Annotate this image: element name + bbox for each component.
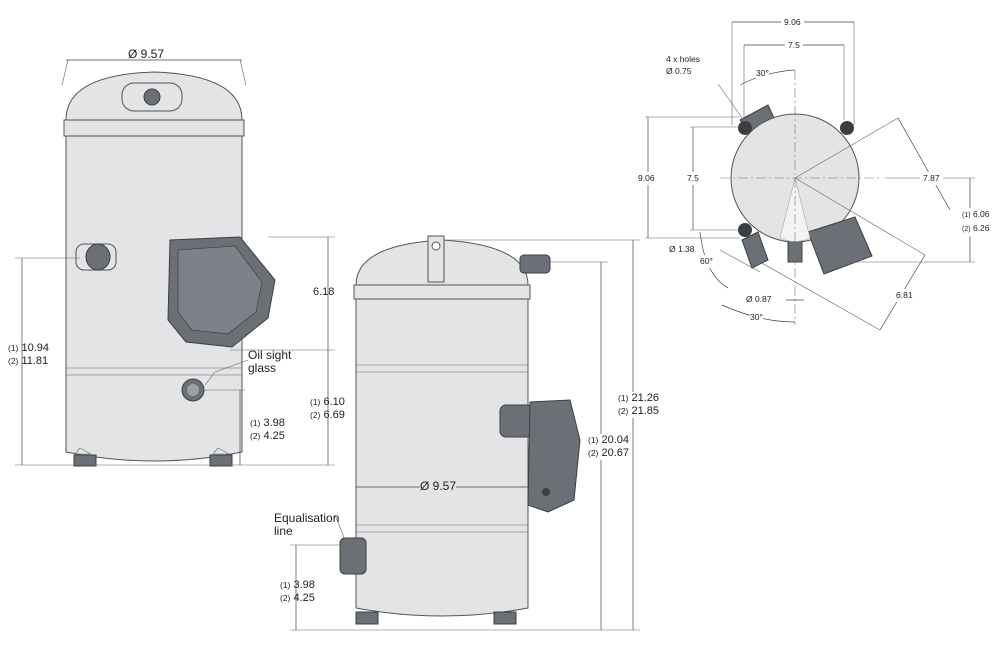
hole-icon: [738, 121, 752, 135]
prefix: (1): [280, 580, 291, 590]
text: glass: [248, 361, 277, 375]
radius-box-label: 7.87: [920, 172, 943, 185]
prefix: (1): [618, 393, 629, 403]
terminal-box-gland: [542, 488, 550, 496]
text: line: [274, 524, 293, 538]
box-distance-label: 6.81: [896, 289, 913, 302]
foot-right: [209, 454, 233, 467]
offset-label: (1) 6.06(2) 6.26: [962, 208, 990, 236]
prefix: (2): [310, 410, 321, 420]
suction-stub: [741, 231, 769, 269]
prefix: (2): [618, 406, 629, 416]
discharge-height-label: (1) 20.04(2) 20.67: [588, 434, 629, 460]
value: 6.26: [972, 223, 990, 233]
top-ring: [353, 284, 531, 300]
prefix: (1): [588, 435, 599, 445]
suction-port: [85, 243, 111, 271]
discharge-fitting: [519, 254, 551, 274]
left-overall-height-label: (1) 10.94(2) 11.81: [8, 342, 49, 368]
leader-line: [719, 249, 761, 273]
total-height-label: (1) 21.26(2) 21.85: [618, 392, 659, 418]
foot-left: [355, 611, 379, 625]
terminal-height-label: 6.18: [313, 286, 335, 298]
equalisation-fitting: [339, 537, 367, 575]
middle-diameter-label: Ø 9.57: [420, 479, 457, 493]
top-width-holes-label: 7.5: [785, 39, 803, 52]
foot-left: [73, 454, 97, 467]
extension-line: [759, 261, 881, 331]
value: 4.25: [293, 592, 315, 604]
prefix: (2): [280, 593, 291, 603]
top-fitting-icon: [143, 88, 161, 106]
prefix: (2): [588, 448, 599, 458]
top-view: [645, 21, 975, 331]
discharge-diameter-label: Ø 0.87: [746, 294, 772, 304]
text: 4 x holes: [666, 54, 701, 64]
leader-line: [204, 359, 249, 386]
value: 6.06: [972, 209, 990, 219]
angle-bottom-label: 30°: [750, 311, 763, 324]
lifting-lugs: [61, 59, 247, 86]
dimension-line: [897, 117, 951, 211]
angle-top-label: 30°: [756, 67, 769, 80]
text: Ø 0.75: [666, 66, 692, 76]
hole-icon: [738, 223, 752, 237]
value: 3.98: [293, 579, 315, 591]
left-diameter-label: Ø 9.57: [128, 47, 165, 61]
text: Equalisation: [274, 511, 340, 525]
top-height-outer-label: 9.06: [638, 172, 655, 185]
suction-fitting: [499, 404, 535, 438]
value: 21.85: [631, 405, 659, 417]
value: 11.81: [21, 355, 49, 367]
top-width-outer-label: 9.06: [781, 16, 804, 29]
value: 4.25: [263, 430, 285, 442]
angle-suction-label: 60°: [700, 255, 713, 268]
oil-sight-glass-lens: [187, 384, 199, 396]
suction-height-label: (1) 6.10(2) 6.69: [310, 396, 345, 422]
value: 21.26: [631, 392, 659, 404]
value: 10.94: [21, 342, 49, 354]
value: 20.67: [601, 447, 629, 459]
sight-glass-height-label: (1) 3.98(2) 4.25: [250, 417, 285, 443]
middle-compressor: [290, 235, 640, 631]
value: 6.10: [323, 396, 345, 408]
terminal-box-cover: [177, 245, 263, 335]
top-height-holes-label: 7.5: [687, 172, 699, 185]
value: 3.98: [263, 417, 285, 429]
prefix: (1): [8, 343, 19, 353]
terminal-box: [807, 216, 873, 275]
prefix: (2): [962, 226, 971, 233]
shell: [355, 298, 529, 617]
foot-right: [493, 611, 517, 625]
prefix: (2): [250, 431, 261, 441]
text: Oil sight: [248, 348, 292, 362]
prefix: (1): [310, 397, 321, 407]
top-ring: [63, 119, 245, 137]
extension-line: [794, 117, 899, 179]
terminal-box: [527, 399, 581, 513]
hole-icon: [840, 121, 854, 135]
leader-line: [334, 514, 346, 541]
value: 20.04: [601, 434, 629, 446]
extension-line: [794, 177, 926, 256]
equalisation-height-label: (1) 3.98(2) 4.25: [280, 579, 315, 605]
lifting-lug-hole: [431, 241, 441, 251]
prefix: (1): [962, 212, 971, 219]
foot-brackets: [74, 447, 230, 455]
suction-diameter-label: Ø 1.38: [669, 244, 695, 254]
left-compressor: [15, 59, 335, 467]
prefix: (2): [8, 356, 19, 366]
prefix: (1): [250, 418, 261, 428]
holes-label: 4 x holes Ø 0.75: [666, 53, 700, 77]
value: 6.69: [323, 409, 345, 421]
leader-line: [717, 83, 746, 123]
